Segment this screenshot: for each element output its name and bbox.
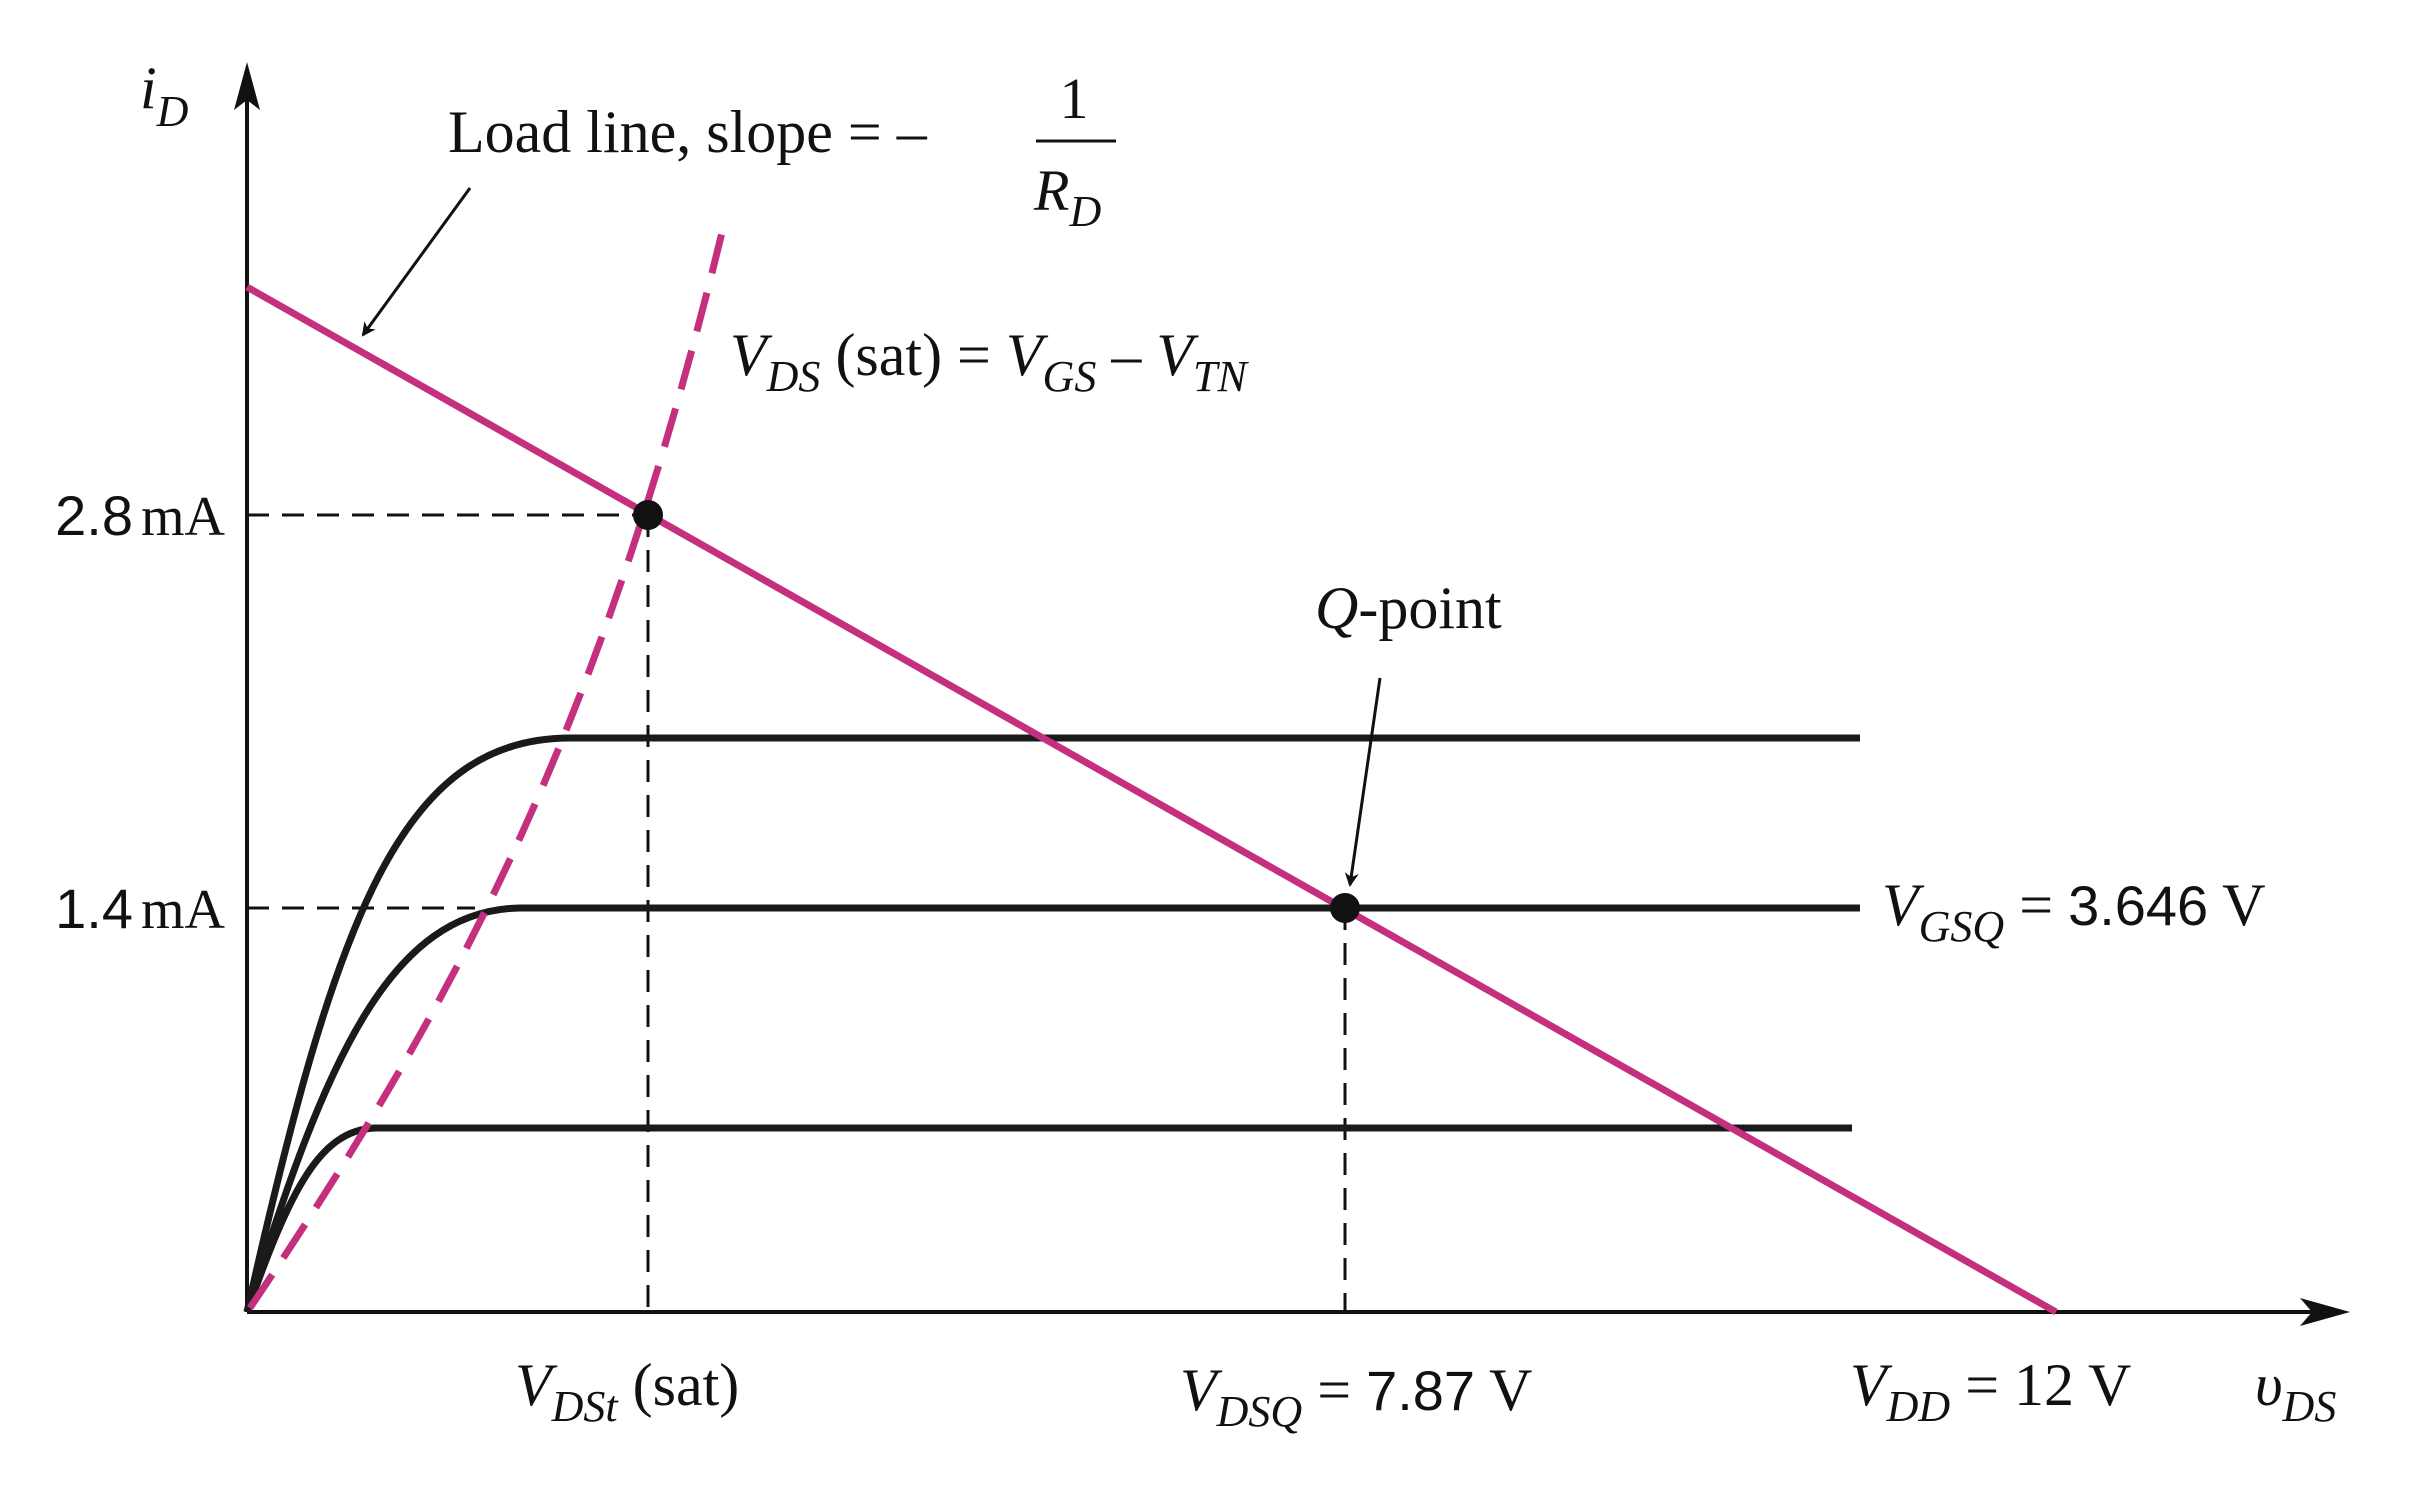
y-axis-arrow-icon	[234, 62, 260, 110]
load-line	[245, 283, 2058, 1316]
x-tick-vdsq: VDSQ = 7.87 V	[1180, 1357, 1532, 1436]
x-axis-arrow-icon	[2300, 1298, 2350, 1326]
load-line-arrow	[361, 187, 472, 337]
load-line-label: Load line, slope = –	[448, 99, 928, 165]
q-point-marker	[1330, 893, 1360, 923]
y-axis-label: iD	[140, 55, 189, 136]
saturation-equation: VDS (sat) = VGS – VTN	[730, 322, 1249, 401]
load-line-slope-numerator: 1	[1060, 66, 1089, 131]
x-tick-vdst-sat: VDSt (sat)	[515, 1352, 739, 1431]
q-point-arrow	[1344, 677, 1382, 887]
q-point-label: Q-point	[1315, 575, 1502, 641]
characteristic-curve-high	[243, 734, 1860, 1313]
characteristic-curve-low	[243, 1124, 1852, 1314]
characteristic-curve-q	[243, 904, 1860, 1314]
vgsq-label: VGSQ = 3.646 V	[1882, 872, 2265, 951]
x-axis-label: υDS	[2255, 1352, 2336, 1431]
saturation-intersection-point	[633, 500, 663, 530]
load-line-slope-denominator: RD	[1033, 158, 1101, 236]
x-tick-vdd: VDD = 12 V	[1850, 1352, 2131, 1431]
saturation-boundary-curve	[247, 219, 729, 1310]
